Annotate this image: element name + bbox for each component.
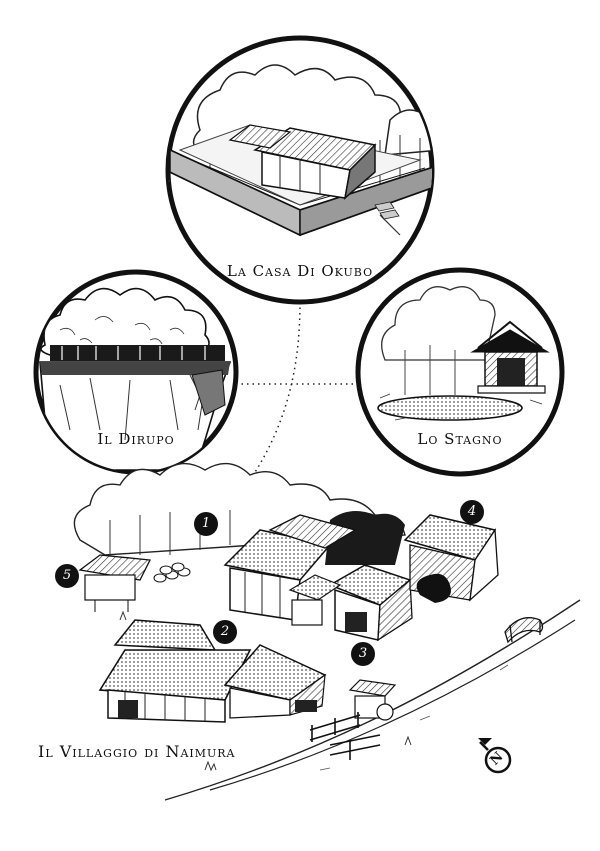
north-arrow-icon <box>478 738 512 774</box>
marker-3[interactable]: 3 <box>351 642 375 666</box>
villaggio-label: Il Villaggio di Naimura <box>38 742 236 761</box>
connector-lines <box>236 301 358 481</box>
marker-2[interactable]: 2 <box>213 620 237 644</box>
dirupo-label: Il Dirupo <box>97 430 175 448</box>
casa-label: La Casa Di Okubo <box>226 262 374 280</box>
marker-4[interactable]: 4 <box>460 500 484 524</box>
village-illustration[interactable] <box>73 462 581 801</box>
marker-1[interactable]: 1 <box>194 512 218 536</box>
casa-di-okubo-vignette[interactable] <box>140 35 443 305</box>
stagno-vignette[interactable] <box>355 267 565 477</box>
marker-5[interactable]: 5 <box>55 564 79 588</box>
stagno-label: Lo Stagno <box>417 430 503 448</box>
